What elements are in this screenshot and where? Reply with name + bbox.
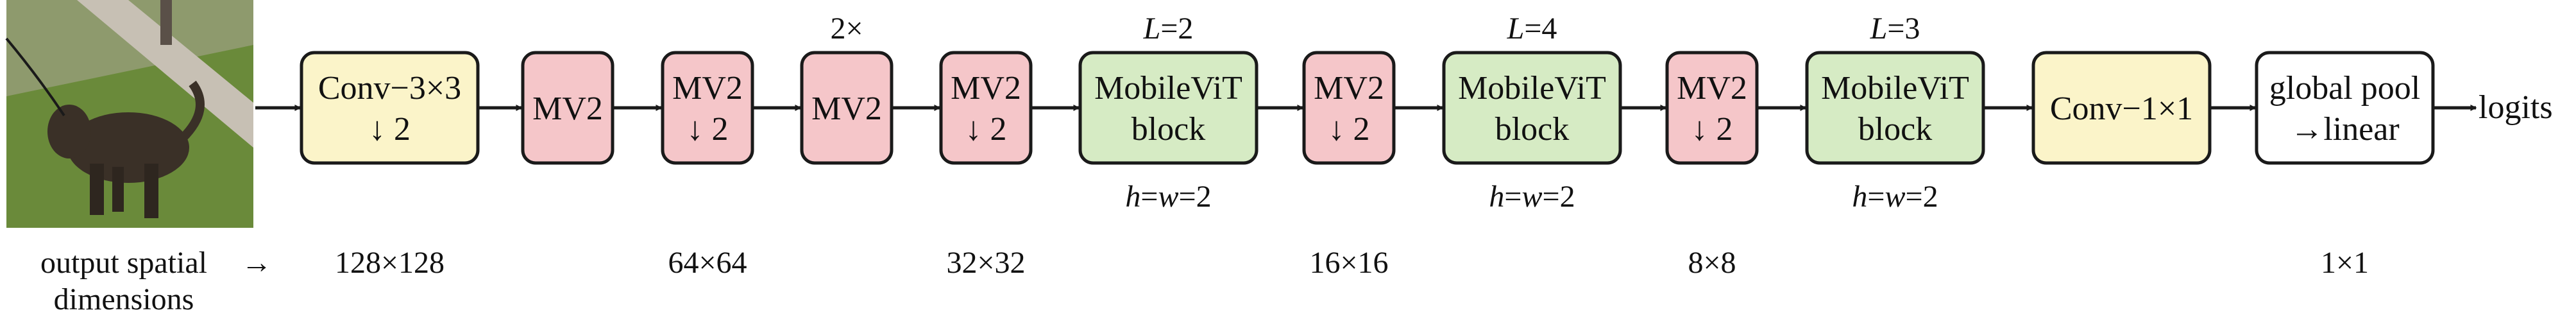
spatial-caption-line1: output spatial — [40, 246, 207, 280]
block-label: MobileViT — [1094, 70, 1242, 107]
block-patch-note: h=w=2 — [1489, 180, 1575, 214]
notes-layer: 2× L=2 h=w=2 L=4 h=w=2 L=3 h=w=2 logits 128×128 6… — [335, 12, 2553, 280]
block-repeat-note: L=3 — [1870, 12, 1920, 46]
block-conv1: Conv−1×1 — [2031, 51, 2212, 165]
block-label: ↓ 2 — [965, 111, 1007, 148]
block-box — [2255, 51, 2435, 165]
input-dog-image — [5, 0, 253, 228]
block-label: ↓ 2 — [1328, 111, 1370, 148]
block-label: MobileViT — [1458, 70, 1606, 107]
block-conv3: Conv−3×3 ↓ 2 — [300, 51, 480, 165]
block-box — [1805, 51, 1985, 165]
block-box — [939, 51, 1033, 165]
block-repeat-note: 2× — [830, 12, 863, 46]
block-label: MV2 — [532, 90, 603, 127]
spatial-dim-label: 1×1 — [2321, 246, 2369, 280]
block-label: MV2 — [951, 70, 1021, 107]
block-box — [1302, 51, 1396, 165]
spatial-dim-label: 128×128 — [335, 246, 445, 280]
block-mv2-1: MV2 — [521, 51, 614, 165]
block-vit-3: MobileViT block — [1805, 51, 1985, 165]
block-label: MV2 — [672, 70, 743, 107]
block-label: block — [1131, 111, 1206, 148]
block-box — [1078, 51, 1258, 165]
spatial-caption-arrow: → — [241, 246, 272, 280]
block-label: ↓ 2 — [687, 111, 729, 148]
block-label: →linear — [2290, 111, 2399, 148]
block-label: global pool — [2269, 70, 2420, 107]
block-mv2-3: MV2 — [800, 51, 894, 165]
block-vit-2: MobileViT block — [1442, 51, 1622, 165]
spatial-dim-label: 16×16 — [1309, 246, 1388, 280]
block-patch-note: h=w=2 — [1852, 180, 1938, 214]
block-label: block — [1858, 111, 1933, 148]
block-vit-1: MobileViT block — [1078, 51, 1258, 165]
block-label: Conv−3×3 — [318, 70, 461, 107]
block-mv2-5: MV2↓ 2 — [1302, 51, 1396, 165]
block-patch-note: h=w=2 — [1125, 180, 1211, 214]
block-box — [2031, 51, 2212, 165]
block-repeat-note: L=4 — [1507, 12, 1557, 46]
block-box — [1665, 51, 1759, 165]
block-box — [300, 51, 480, 165]
block-label: Conv−1×1 — [2050, 90, 2193, 127]
block-box — [1442, 51, 1622, 165]
output-logits-label: logits — [2479, 89, 2553, 126]
block-repeat-note: L=2 — [1143, 12, 1194, 46]
block-box — [800, 51, 894, 165]
block-label: MV2 — [811, 90, 882, 127]
block-label: MV2 — [1677, 70, 1747, 107]
spatial-dim-label: 64×64 — [668, 246, 747, 280]
block-mv2-2: MV2↓ 2 — [661, 51, 754, 165]
spatial-dim-label: 8×8 — [1688, 246, 1736, 280]
block-label: ↓ 2 — [1691, 111, 1733, 148]
block-box — [521, 51, 614, 165]
block-mv2-6: MV2↓ 2 — [1665, 51, 1759, 165]
block-label: ↓ 2 — [369, 111, 411, 148]
spatial-caption-line2: dimensions — [54, 282, 194, 316]
block-label: MobileViT — [1821, 70, 1969, 107]
block-mv2-4: MV2↓ 2 — [939, 51, 1033, 165]
block-label: block — [1495, 111, 1570, 148]
spatial-dim-label: 32×32 — [946, 246, 1025, 280]
block-pool: global pool →linear — [2255, 51, 2435, 165]
block-label: MV2 — [1314, 70, 1384, 107]
block-box — [661, 51, 754, 165]
